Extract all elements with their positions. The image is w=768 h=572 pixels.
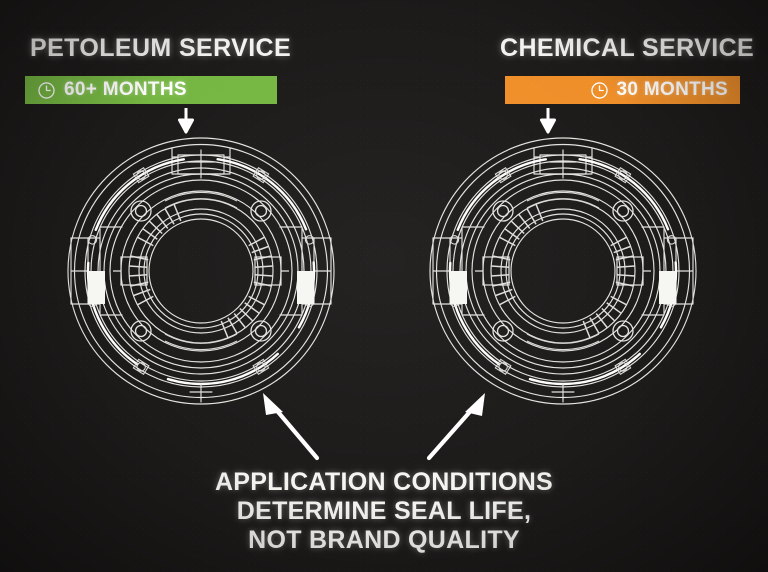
duration-badge-chemical: 30 MONTHS <box>505 76 740 104</box>
clock-icon <box>590 81 609 100</box>
caption: APPLICATION CONDITIONS DETERMINE SEAL LI… <box>0 468 768 555</box>
clock-icon <box>37 81 56 100</box>
duration-badge-label-petroleum: 60+ MONTHS <box>64 79 187 100</box>
caption-line-3: NOT BRAND QUALITY <box>248 526 520 554</box>
column-title-chemical: CHEMICAL SERVICE <box>500 34 755 62</box>
caption-line-2: DETERMINE SEAL LIFE, <box>236 497 532 525</box>
seal-diagram-chemical <box>400 126 730 416</box>
seal-diagram-petroleum <box>38 126 368 416</box>
duration-badge-petroleum: 60+ MONTHS <box>25 76 277 104</box>
column-title-petroleum: PETOLEUM SERVICE <box>30 34 292 62</box>
caption-line-1: APPLICATION CONDITIONS <box>214 468 554 496</box>
duration-badge-label-chemical: 30 MONTHS <box>616 79 728 100</box>
